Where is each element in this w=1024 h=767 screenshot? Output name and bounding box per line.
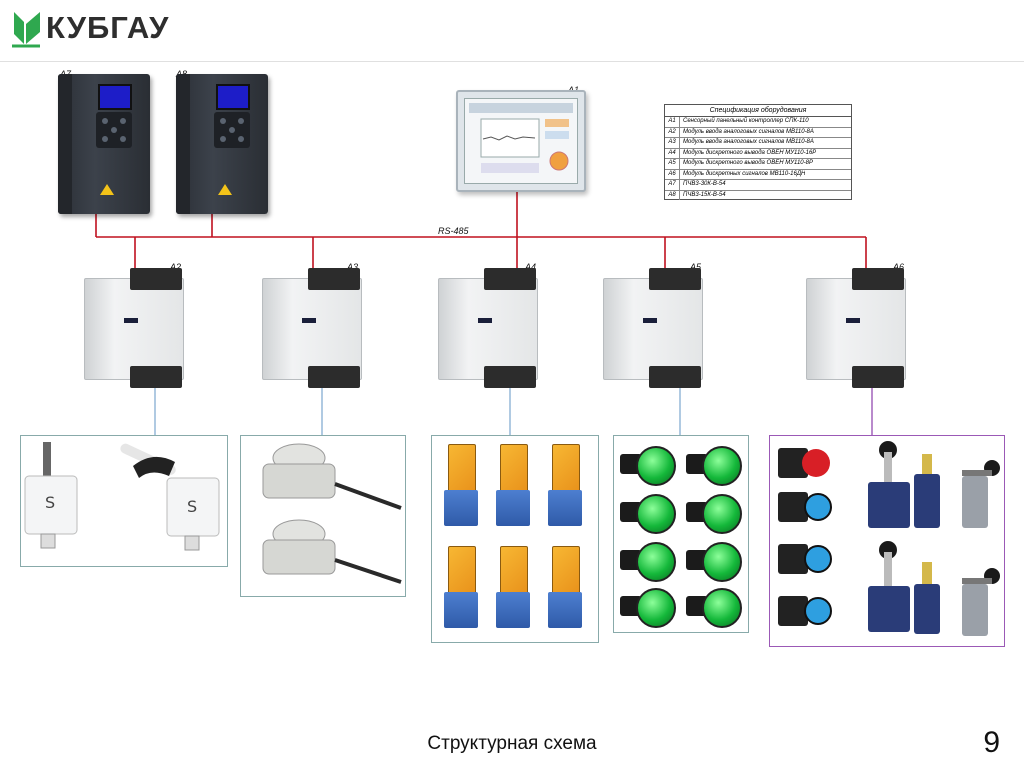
bus-label: RS-485 [438,226,469,236]
spec-name: Сенсорный панельный контроллер СПК-110 [683,118,809,124]
spec-name: Модуль ввода аналоговых сигналов МВ110-8… [683,139,814,145]
relay-icon [548,444,582,526]
logo [10,10,210,50]
page-number: 9 [983,726,1000,759]
io-module-a2 [84,268,184,388]
signal-links [154,388,681,436]
pushbutton-limit-switch-icons [778,441,1000,636]
spec-name: Модуль ввода аналоговых сигналов МВ110-8… [683,128,814,135]
indicator-lamp-group [613,435,749,633]
spec-id: A3 [665,138,680,148]
green-lamp-icon [620,446,676,486]
spec-id: A1 [665,117,680,127]
green-lamp-icon [686,588,742,628]
relay-icon [496,444,530,526]
switch-group [769,435,1005,647]
spec-id: A7 [665,180,680,190]
spec-name: Модуль дискретного вывода ОВЕН МУ110-16Р [683,149,817,156]
green-lamp-icon [620,542,676,582]
spec-id: A5 [665,159,680,169]
spec-name: ПЧВ3-30К-В-54 [683,181,726,187]
sensor-group-humidity: S S [20,435,228,567]
spec-id: A6 [665,169,680,179]
slide-caption: Структурная схема [427,733,597,754]
logo-text: КУБГАУ [46,10,170,45]
relay-icon [496,546,530,628]
spec-id: A4 [665,148,680,158]
io-module-a4 [438,268,538,388]
relay-icon [444,444,478,526]
header-divider [0,61,1024,62]
label-a3: A3 [347,262,359,272]
relay-icon [444,546,478,628]
spec-id: A2 [665,127,680,137]
io-module-a3 [262,268,362,388]
svg-text:S: S [45,493,55,512]
green-lamp-icon [686,494,742,534]
io-module-a6 [806,268,906,388]
spec-title: Спецификация оборудования [665,105,851,117]
spec-name: ПЧВ3-15К-В-54 [683,191,726,198]
green-lamp-icon [620,588,676,628]
temperature-probe-icon [262,443,402,584]
spec-name: Модуль дискретного вывода ОВЕН МУ110-8Р [683,160,813,166]
drive-a7 [58,74,150,214]
leaf-logo-icon [12,12,40,48]
sensor-group-temperature [240,435,406,597]
duct-sensor-icon: S S [24,442,220,551]
relay-group [431,435,599,643]
svg-text:S: S [187,497,197,516]
relay-icon [548,546,582,628]
touch-panel-a1 [456,90,586,192]
label-a5: A5 [690,262,702,272]
green-lamp-icon [686,542,742,582]
drive-a8 [176,74,268,214]
io-module-a5 [603,268,703,388]
spec-name: Модуль дискретных сигналов МВ110-16ДН [683,170,806,177]
label-a2: A2 [170,262,182,272]
green-lamp-icon [686,446,742,486]
label-a4: A4 [525,262,537,272]
green-lamp-icon [620,494,676,534]
spec-id: A8 [665,190,680,200]
panel-screen-icon [469,103,573,173]
label-a6: A6 [893,262,905,272]
